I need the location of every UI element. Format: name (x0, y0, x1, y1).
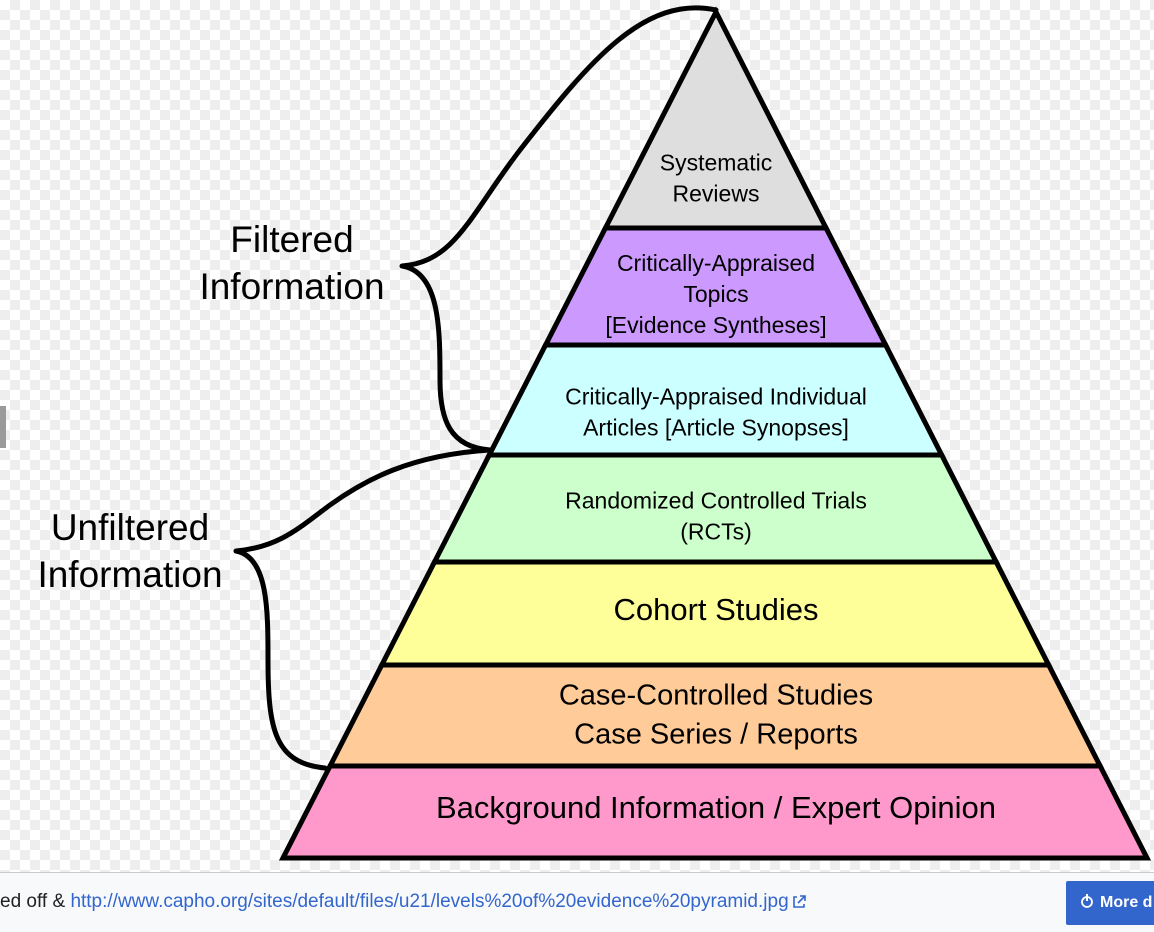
tier-label-line: Articles [Article Synopses] (583, 415, 849, 441)
tier-label-line: (RCTs) (680, 519, 752, 545)
group-label-line: Information (199, 266, 384, 307)
tier-label-line: Case Series / Reports (574, 719, 858, 751)
tier-label-line: Case-Controlled Studies (559, 680, 873, 712)
more-details-button[interactable]: More d (1066, 881, 1154, 925)
tier-label-line: Topics (683, 281, 748, 307)
group-label-line: Filtered (230, 219, 353, 260)
tier-label-line: Reviews (673, 181, 760, 207)
tier-label-line: Systematic (660, 150, 772, 176)
side-scroll-handle[interactable] (0, 406, 6, 448)
more-details-label: More d (1100, 894, 1153, 911)
image-footer-bar: ed off & http://www.capho.org/sites/defa… (0, 872, 1154, 932)
tier-label-7: Background Information / Expert Opinion (436, 790, 996, 825)
tier-label-4: Randomized Controlled Trials (RCTs) (565, 488, 867, 545)
tier-label-line: Critically-Appraised (617, 250, 815, 276)
pyramid-tiers (278, 6, 1152, 861)
tier-label-line: Background Information / Expert Opinion (436, 790, 996, 825)
image-credit: ed off & http://www.capho.org/sites/defa… (0, 891, 806, 915)
external-link-icon (792, 893, 806, 915)
braces (233, 5, 719, 771)
credit-prefix: ed off & (0, 891, 71, 912)
pyramid-tier-7 (278, 763, 1152, 861)
unfiltered-brace (233, 447, 493, 771)
group-label-line: Unfiltered (51, 507, 209, 548)
group-label-line: Information (37, 554, 222, 595)
hand-pointer-icon (1080, 893, 1094, 913)
filtered-brace (399, 5, 719, 453)
tier-label-line: Critically-Appraised Individual (565, 384, 867, 410)
tier-label-line: Cohort Studies (613, 592, 818, 627)
tier-label-line: [Evidence Syntheses] (605, 312, 826, 338)
source-link[interactable]: http://www.capho.org/sites/default/files… (70, 891, 789, 912)
tier-label-line: Randomized Controlled Trials (565, 488, 867, 514)
tier-label-5: Cohort Studies (613, 592, 818, 627)
